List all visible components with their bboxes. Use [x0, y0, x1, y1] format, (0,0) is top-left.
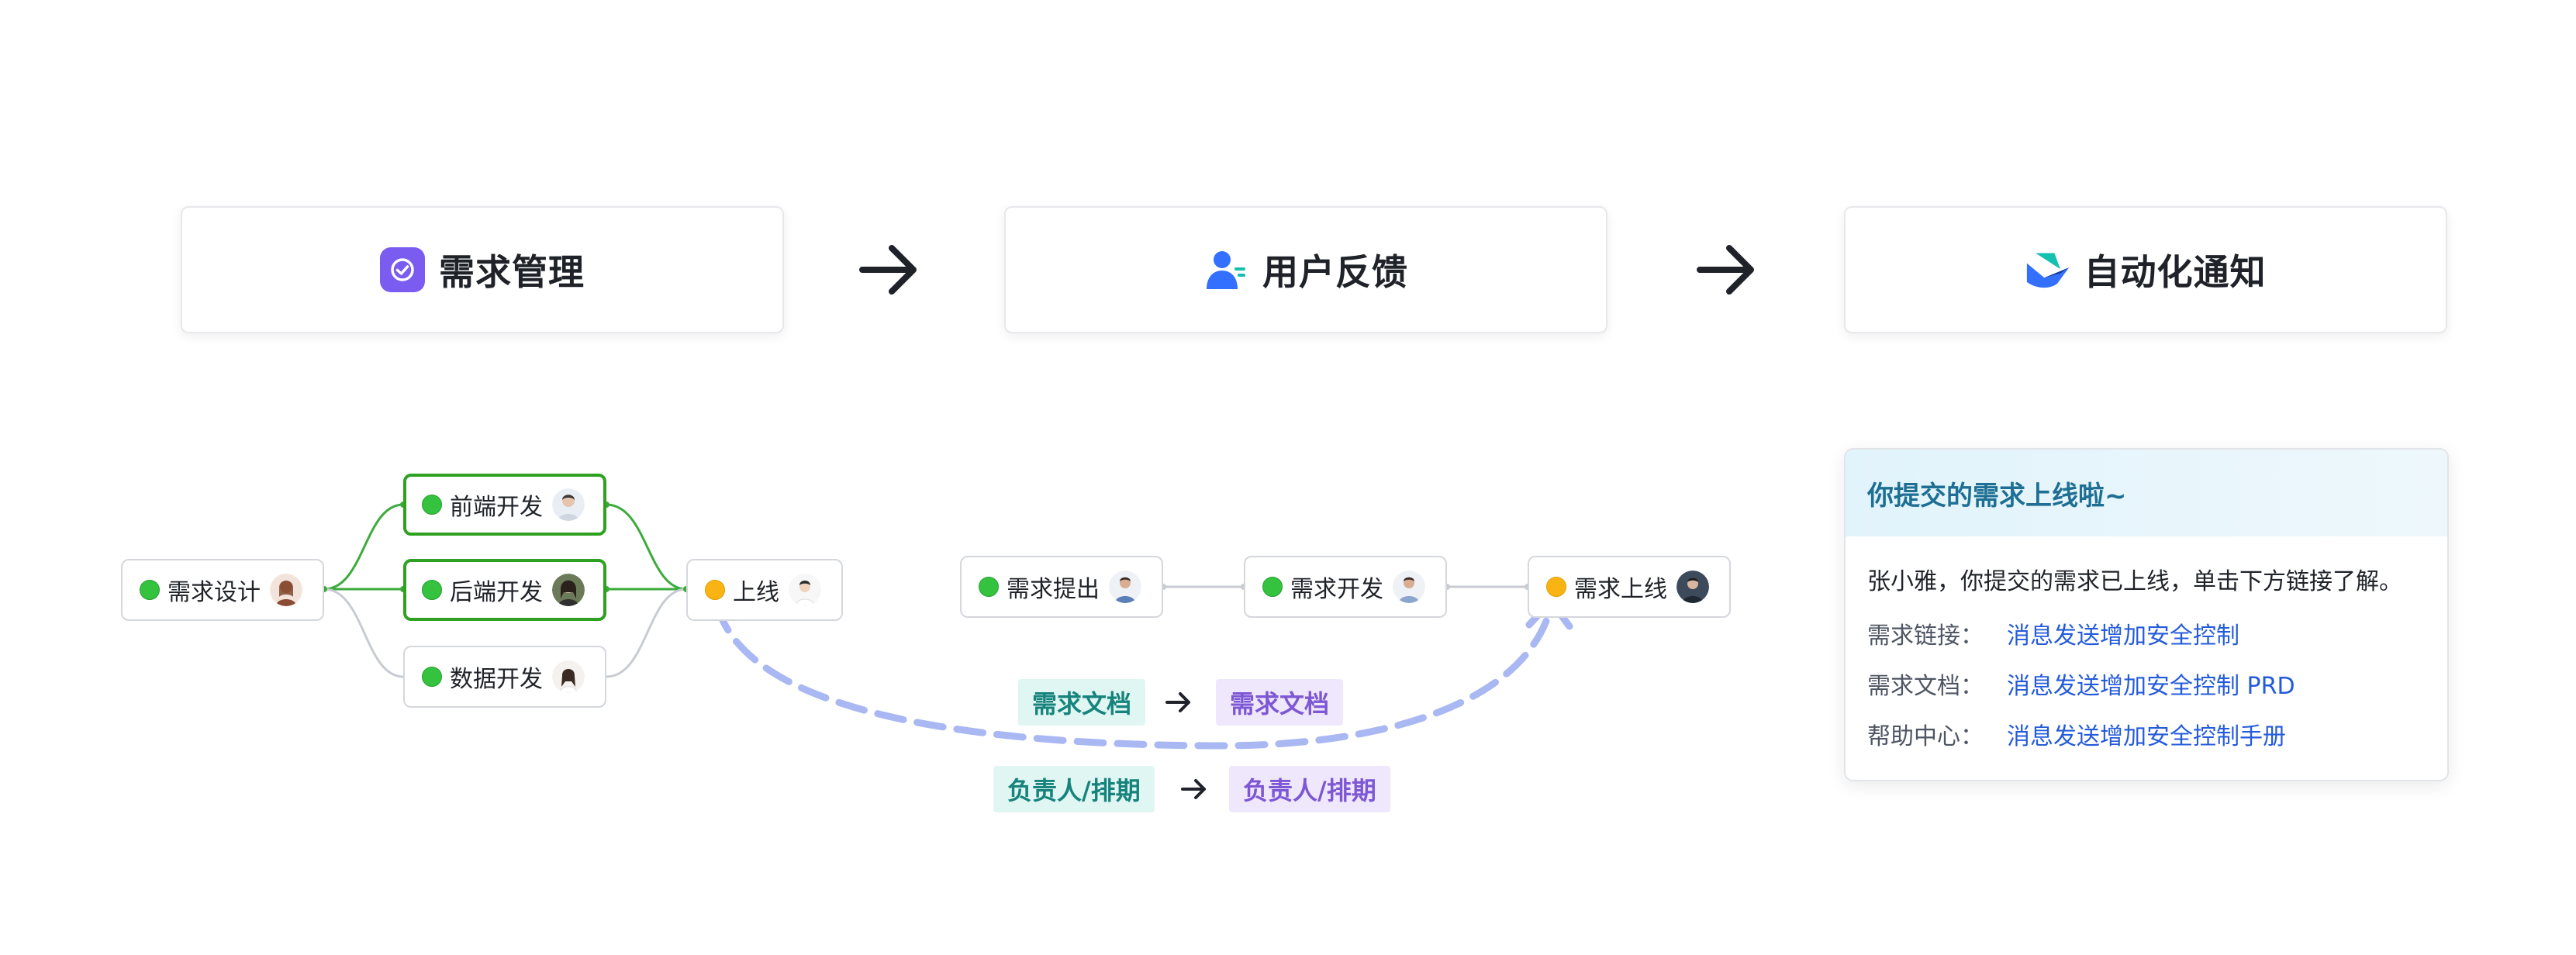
avatar: [552, 660, 585, 693]
card-title: 需求管理: [439, 251, 585, 293]
help-manual-link[interactable]: 消息发送增加安全控制手册: [2007, 723, 2286, 750]
arrow-right-icon: [1697, 245, 1754, 295]
chip-doc-target: 需求文档: [1216, 679, 1344, 726]
status-dot: [1262, 577, 1283, 597]
chip-owner-source: 负责人/排期: [993, 766, 1155, 812]
card-title: 自动化通知: [2084, 251, 2267, 293]
avatar: [270, 574, 302, 606]
notification-row-doc: 需求文档： 消息发送增加安全控制 PRD: [1867, 667, 2295, 701]
arrow-right-icon: [1181, 779, 1206, 799]
flow-node-data-dev[interactable]: 数据开发: [403, 646, 606, 708]
flow-node-backend-dev[interactable]: 后端开发: [403, 559, 606, 621]
status-dot: [979, 577, 999, 597]
flow-node-request-dev[interactable]: 需求开发: [1244, 556, 1447, 618]
node-label: 后端开发: [450, 579, 543, 606]
avatar: [1393, 571, 1425, 603]
notification-message: 张小雅，你提交的需求已上线，单击下方链接了解。: [1867, 568, 2402, 595]
notification-row-link: 需求链接： 消息发送增加安全控制: [1867, 616, 2239, 650]
status-dot: [422, 495, 442, 515]
card-requirement-management[interactable]: 需求管理: [181, 206, 784, 333]
node-label: 需求提出: [1007, 576, 1100, 603]
node-label: 上线: [733, 579, 779, 606]
check-badge-icon: [380, 247, 425, 292]
flow-node-frontend-dev[interactable]: 前端开发: [403, 474, 606, 536]
arrow-right-icon: [859, 245, 917, 295]
row-key: 需求文档：: [1867, 673, 1984, 700]
avatar: [552, 488, 585, 521]
notification-card: 你提交的需求上线啦~ 张小雅，你提交的需求已上线，单击下方链接了解。 需求链接：…: [1844, 448, 2449, 781]
avatar: [1109, 571, 1141, 603]
status-dot: [1546, 577, 1566, 597]
feishu-logo-icon: [2025, 247, 2070, 292]
card-auto-notification[interactable]: 自动化通知: [1844, 206, 2447, 333]
arrow-right-icon: [1165, 692, 1190, 712]
avatar: [1676, 571, 1709, 603]
card-user-feedback[interactable]: 用户反馈: [1004, 206, 1607, 333]
notification-header: 你提交的需求上线啦~: [1846, 450, 2447, 536]
user-feedback-icon: [1203, 247, 1248, 292]
requirement-link[interactable]: 消息发送增加安全控制: [2007, 622, 2239, 650]
notification-row-help: 帮助中心： 消息发送增加安全控制手册: [1867, 717, 2286, 751]
avatar: [552, 574, 585, 606]
chip-doc-source: 需求文档: [1018, 679, 1146, 726]
flow-node-request-launched[interactable]: 需求上线: [1528, 556, 1731, 618]
node-label: 需求上线: [1574, 576, 1667, 603]
flow-node-launch[interactable]: 上线: [686, 559, 843, 621]
status-dot: [705, 580, 725, 600]
node-label: 需求设计: [167, 579, 261, 606]
status-dot: [422, 580, 442, 600]
node-label: 需求开发: [1290, 576, 1383, 603]
avatar: [789, 574, 821, 606]
card-title: 用户反馈: [1262, 251, 1408, 293]
row-key: 帮助中心：: [1867, 723, 1984, 750]
status-dot: [140, 580, 160, 600]
row-key: 需求链接：: [1867, 622, 1984, 650]
flow-node-requirement-design[interactable]: 需求设计: [121, 559, 324, 621]
node-label: 数据开发: [450, 666, 543, 693]
flow-node-request-raised[interactable]: 需求提出: [960, 556, 1163, 618]
status-dot: [422, 667, 442, 687]
chip-owner-target: 负责人/排期: [1229, 766, 1390, 812]
prd-link[interactable]: 消息发送增加安全控制 PRD: [2007, 673, 2295, 700]
node-label: 前端开发: [450, 494, 543, 521]
